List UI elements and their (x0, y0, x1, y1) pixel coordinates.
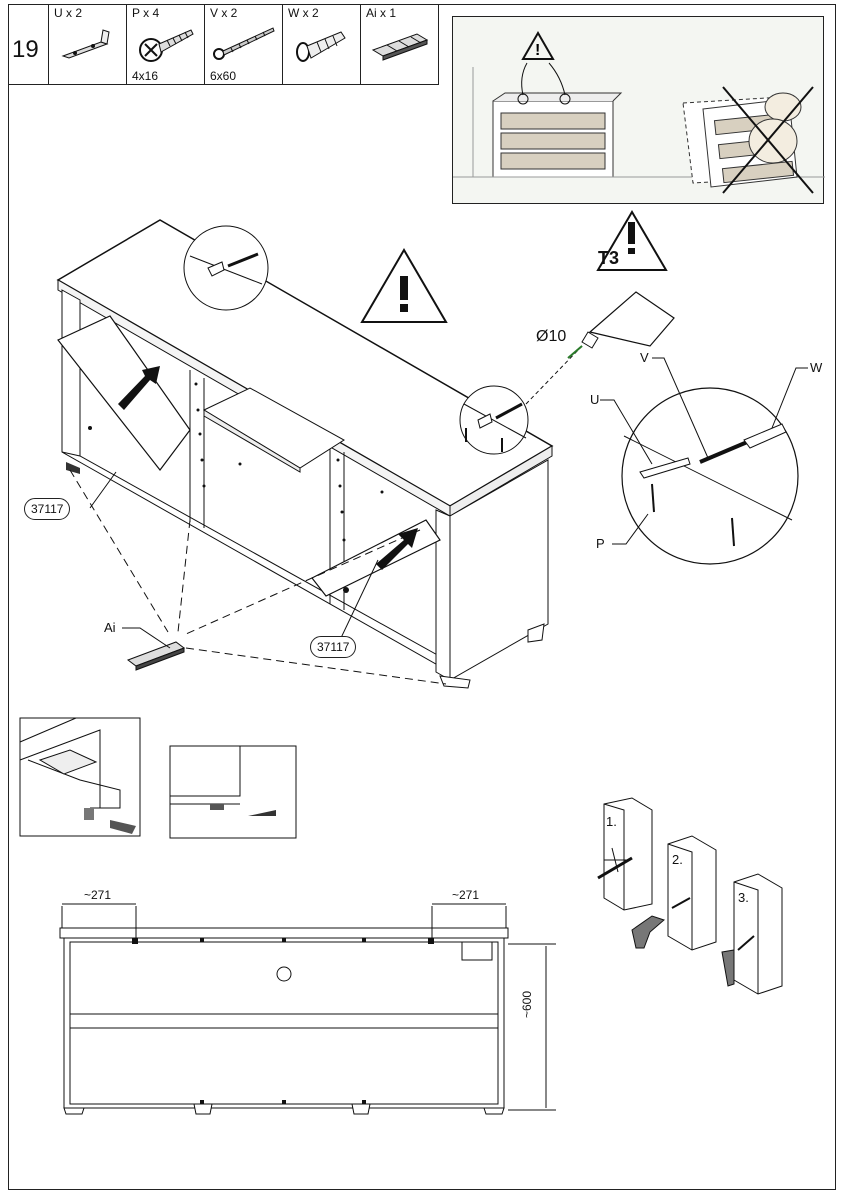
tool-label-t3: T3 (598, 248, 620, 268)
safety-illustration: ! (453, 30, 825, 194)
part-v-size: 6x60 (210, 69, 237, 83)
step-small-3: 3. (738, 890, 749, 905)
callout-p: P (596, 536, 605, 551)
dimension-height: ~600 (520, 990, 534, 1018)
wedge-icon (371, 33, 429, 61)
callout-w: W (810, 360, 823, 375)
part-number-callout-left: 37117 (24, 498, 71, 520)
part-ai: Ai x 1 (361, 4, 439, 84)
step-number: 19 (12, 36, 39, 63)
part-p: P x 4 4x16 (127, 4, 205, 84)
callout-u: U (590, 392, 600, 407)
wall-plug-icon (296, 31, 346, 62)
svg-text:!: ! (535, 42, 540, 59)
part-v-label: V x 2 (210, 6, 238, 20)
part-w-label: W x 2 (288, 6, 319, 20)
part-v: V x 2 6x60 (205, 4, 283, 84)
parts-list: 19 U x 2 P x 4 4x16 V x 2 6x60 W x 2 (8, 4, 439, 85)
drill-size-label: Ø10 (536, 328, 567, 345)
step-number-cell: 19 (8, 4, 49, 84)
part-w: W x 2 (283, 4, 361, 84)
warning-triangle-icon (521, 30, 555, 60)
step-small-2: 2. (672, 852, 683, 867)
dimension-right: ~271 (452, 888, 480, 902)
part-p-label: P x 4 (132, 6, 160, 20)
step-small-1: 1. (606, 814, 617, 829)
part-u: U x 2 (49, 4, 127, 84)
long-screw-icon (213, 27, 275, 60)
short-screw-icon (139, 29, 194, 62)
child-safety-warning-panel: ! (452, 16, 825, 204)
part-number-callout-right: 37117 (310, 636, 357, 658)
drill-icon (567, 291, 675, 359)
part-u-label: U x 2 (54, 6, 83, 20)
callout-v: V (640, 350, 649, 365)
dimension-left: ~271 (84, 888, 112, 902)
callout-ai: Ai (104, 620, 116, 635)
bracket-icon (61, 29, 110, 59)
part-p-size: 4x16 (132, 69, 159, 83)
page-frame (8, 4, 836, 1190)
part-ai-label: Ai x 1 (366, 6, 397, 20)
